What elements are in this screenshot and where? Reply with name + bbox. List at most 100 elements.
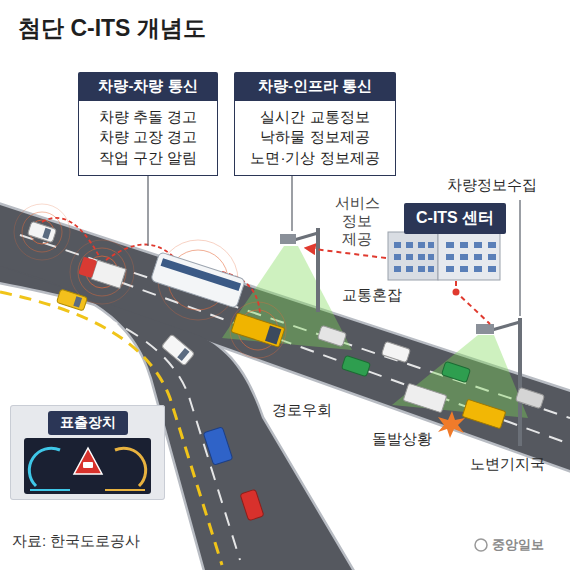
display-device <box>10 405 165 500</box>
leader-line <box>147 176 148 246</box>
vehicle <box>441 361 470 382</box>
box-heading: 차량-차량 통신 <box>78 72 218 101</box>
display-device <box>29 448 60 486</box>
center-building <box>488 242 496 248</box>
roadside-unit <box>294 233 318 240</box>
center-building <box>460 266 468 272</box>
vehicle <box>57 289 88 311</box>
collect-link <box>456 281 490 324</box>
leader-line <box>291 176 292 231</box>
signal-ring <box>78 248 126 296</box>
display-device <box>74 448 102 474</box>
vehicle <box>57 289 88 311</box>
roadside-unit <box>316 228 320 312</box>
vehicle <box>515 387 544 408</box>
vehicle <box>161 334 194 366</box>
vehicle <box>317 325 346 346</box>
box-heading: C-ITS 센터 <box>404 203 506 234</box>
collect-dot <box>453 289 460 296</box>
vehicle <box>462 399 506 428</box>
vehicle <box>265 325 281 344</box>
center-building <box>474 254 482 260</box>
roadside-unit <box>492 322 520 330</box>
logo-circle <box>475 539 487 551</box>
display-device <box>10 405 165 500</box>
roadside-unit <box>392 318 528 446</box>
center-building <box>446 266 454 272</box>
badge-node: C-ITS 센터 <box>404 203 506 234</box>
vehicle <box>231 313 285 347</box>
callout-label: 경로우회 <box>272 401 332 419</box>
road <box>0 205 570 470</box>
box-body: 실시간 교통정보 낙하물 정보제공 노면·기상 정보제공 <box>234 101 396 176</box>
vehicle <box>151 252 246 308</box>
center-building <box>474 266 482 272</box>
vehicle <box>42 228 51 239</box>
callout-label: 노변기지국 <box>470 455 545 473</box>
display-device <box>24 438 151 494</box>
center-building <box>418 242 425 248</box>
center-building <box>446 254 454 260</box>
roadside-unit <box>476 324 494 334</box>
road-shoulder <box>0 205 570 470</box>
signal-ring <box>14 204 70 260</box>
center-building <box>394 254 401 260</box>
center-building <box>474 242 482 248</box>
vehicle <box>177 348 189 361</box>
roadside-unit <box>392 335 528 418</box>
callout-label: 서비스 정보 제공 <box>333 194 381 248</box>
signal-ring <box>230 302 286 358</box>
vehicle <box>341 355 370 376</box>
center-building <box>488 254 496 260</box>
display-device <box>105 489 145 491</box>
vehicle <box>161 258 241 291</box>
vehicle <box>381 341 410 362</box>
vehicle <box>151 252 246 308</box>
panel-node: 표출장치 <box>10 405 165 500</box>
center-building <box>488 266 496 272</box>
source-caption: 자료: 한국도로공사 <box>12 532 140 551</box>
incident-star <box>438 411 465 438</box>
center-building <box>418 254 425 260</box>
vehicle <box>231 313 285 347</box>
callout-label: 교통혼잡 <box>342 286 402 304</box>
center-building <box>388 232 438 280</box>
collect-line <box>519 200 521 316</box>
center-building <box>428 266 434 272</box>
center-building <box>394 266 401 272</box>
roadside-unit <box>518 318 522 446</box>
vehicle <box>403 383 447 412</box>
service-arrow <box>306 248 386 258</box>
center-building <box>460 254 468 260</box>
card-node: 차량-차량 통신차량 추돌 경고 차량 고장 경고 작업 구간 알림 <box>78 72 218 176</box>
vehicle <box>27 221 56 242</box>
roadside-unit <box>280 234 296 244</box>
vehicle <box>78 256 126 289</box>
center-building <box>406 254 413 260</box>
vehicle <box>441 361 470 382</box>
watermark: 중앙일보 <box>492 537 544 553</box>
display-device <box>83 462 93 468</box>
v2v-link <box>42 218 260 314</box>
vehicle <box>78 257 97 278</box>
card-node: 차량-인프라 통신실시간 교통정보 낙하물 정보제공 노면·기상 정보제공 <box>234 72 396 176</box>
center-building <box>428 254 434 260</box>
vehicle <box>403 383 447 412</box>
vehicle <box>381 341 410 362</box>
center-building <box>446 242 454 248</box>
vehicle <box>240 489 264 521</box>
vehicle <box>341 355 370 376</box>
callout-label: 차량정보수집 <box>447 176 537 194</box>
center-building <box>394 242 401 248</box>
callout-label: 돌발상황 <box>372 430 432 448</box>
display-device <box>115 448 146 486</box>
center-building <box>406 242 413 248</box>
title: 첨단 C-ITS 개념도 <box>18 13 206 44</box>
road <box>0 205 570 570</box>
signal-ring <box>14 204 286 358</box>
display-device <box>30 489 70 491</box>
road-shoulder <box>0 205 570 570</box>
box-heading: 차량-인프라 통신 <box>234 72 396 101</box>
box-body: 차량 추돌 경고 차량 고장 경고 작업 구간 알림 <box>78 101 218 176</box>
